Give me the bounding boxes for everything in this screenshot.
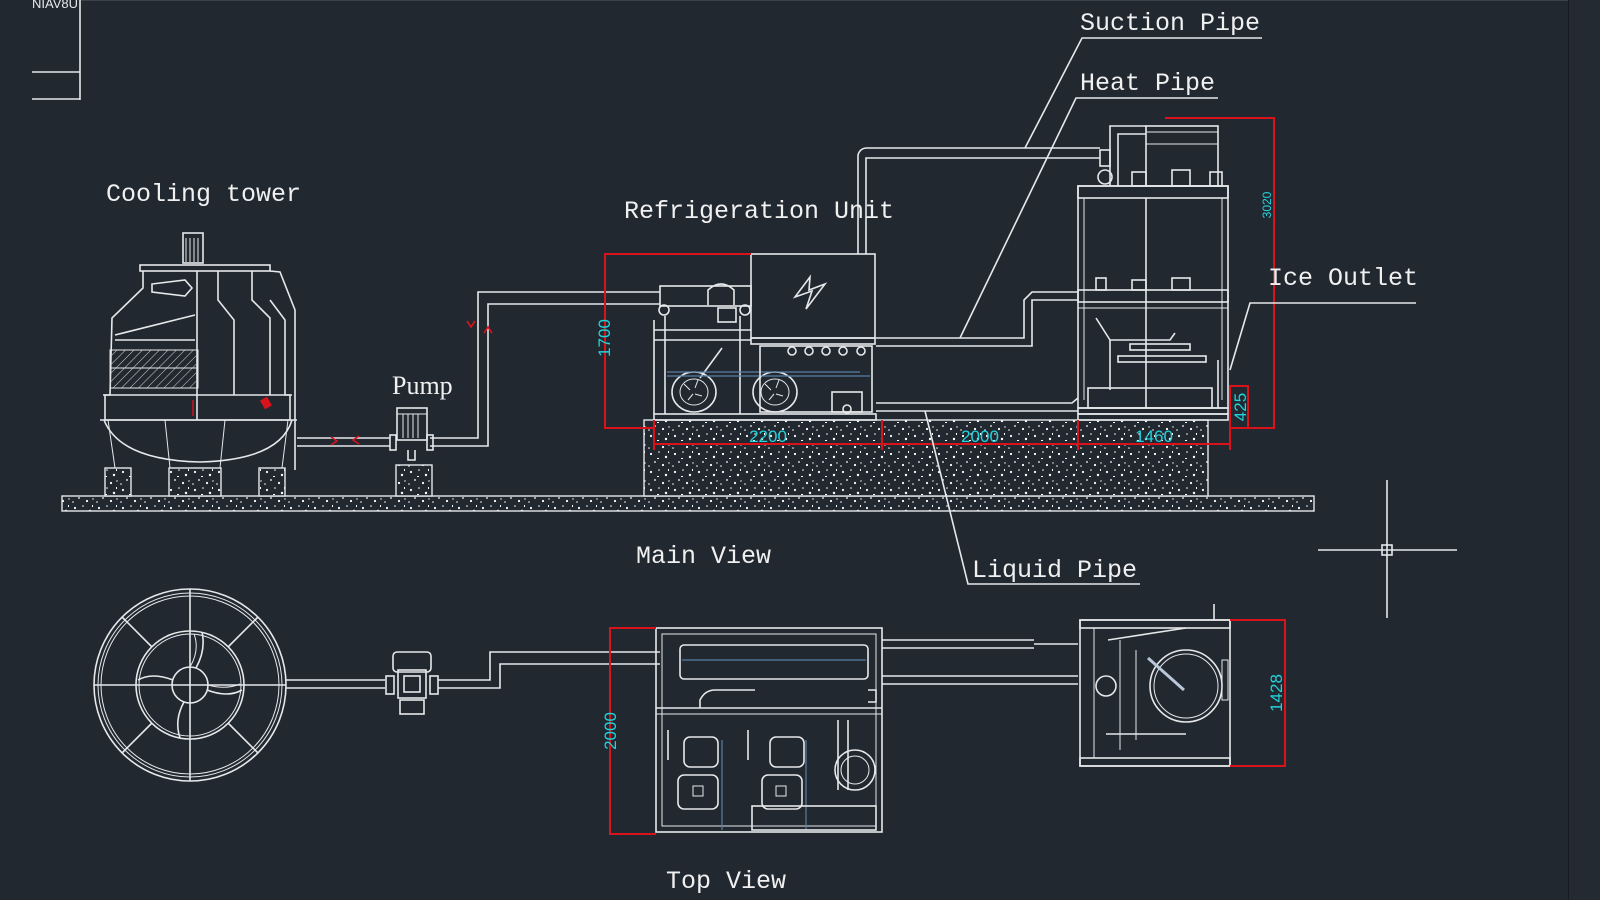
water-pipe-top-view[interactable] — [286, 651, 660, 689]
label-refrigeration-unit: Refrigeration Unit — [624, 197, 894, 226]
label-pump: Pump — [392, 371, 453, 400]
dim-ice-machine-height: 3020 — [1260, 191, 1274, 218]
dim-spacing: 2000 — [961, 427, 999, 446]
dim-refrigeration-height: 1700 — [595, 319, 614, 357]
dim-ice-outlet-height: 425 — [1231, 393, 1250, 421]
title-block-corner: NIAV8U — [32, 0, 81, 100]
dimensions-top-view: 2000 1428 — [601, 619, 1286, 835]
ice-machine-top-view[interactable] — [1079, 604, 1231, 767]
leader-lines — [924, 37, 1416, 585]
ground-slab — [61, 495, 1315, 512]
dim-refrigeration-width: 2200 — [749, 427, 787, 446]
equipment-foundation — [643, 419, 1209, 497]
label-liquid-pipe: Liquid Pipe — [972, 556, 1137, 585]
pipes-top-view[interactable] — [882, 639, 1078, 685]
cooling-tower-main-view[interactable] — [100, 232, 297, 497]
refrigeration-unit-main-view[interactable] — [653, 147, 1100, 421]
refrigeration-unit-top-view[interactable] — [655, 627, 883, 833]
right-scrollbar-panel[interactable] — [1568, 0, 1600, 900]
cooling-tower-top-view[interactable] — [93, 588, 287, 782]
compressor-top-2 — [761, 736, 805, 810]
pump-main-view[interactable] — [389, 407, 434, 497]
dim-top-view-depth: 2000 — [601, 712, 620, 750]
label-heat-pipe: Heat Pipe — [1080, 69, 1215, 98]
corner-text: NIAV8U — [32, 0, 78, 11]
viewport-top-border — [80, 0, 1568, 1]
label-suction-pipe: Suction Pipe — [1080, 9, 1260, 38]
dim-ice-machine-depth: 1428 — [1267, 674, 1286, 712]
label-main-view: Main View — [636, 542, 771, 571]
dimensions-main-view: 1700 2200 2000 1460 3020 425 — [595, 117, 1275, 450]
electric-hazard-icon — [792, 274, 828, 310]
ice-machine-main-view[interactable] — [1077, 125, 1229, 421]
crosshair-cursor-icon — [1318, 480, 1457, 618]
label-ice-outlet: Ice Outlet — [1268, 264, 1418, 293]
compressor-top-1 — [677, 736, 719, 810]
label-top-view: Top View — [666, 867, 786, 896]
compressor-1 — [671, 347, 723, 413]
dim-ice-machine-width: 1460 — [1135, 427, 1173, 446]
label-cooling-tower: Cooling tower — [106, 180, 301, 209]
water-pipe-main[interactable] — [297, 291, 660, 447]
pump-top-view[interactable] — [385, 651, 439, 715]
